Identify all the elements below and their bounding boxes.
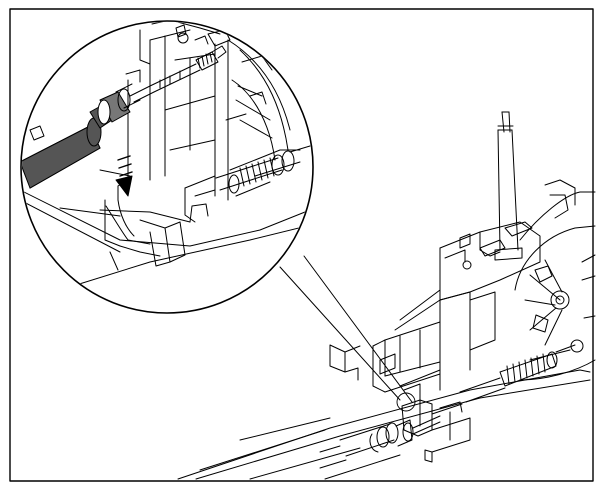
shift-lever	[494, 111, 523, 261]
detail-return-spring	[215, 145, 311, 194]
selector-disc	[514, 179, 596, 381]
detail-housing	[29, 22, 231, 223]
zoom-detail-circle	[20, 20, 314, 314]
shift-cable-main	[319, 415, 441, 469]
base-plate	[177, 344, 591, 480]
downward-arrow-icon	[115, 155, 133, 197]
detail-cable-clip	[99, 199, 209, 267]
detail-selector-disc	[225, 39, 301, 197]
detail-shift-cable	[22, 45, 227, 189]
cable-clip-assembly	[401, 383, 471, 463]
figure-frame	[9, 8, 594, 482]
detail-base-plate	[22, 189, 312, 291]
gear-shift-housing	[372, 221, 541, 393]
callout-leader-lines	[279, 255, 416, 412]
return-spring	[459, 344, 576, 403]
